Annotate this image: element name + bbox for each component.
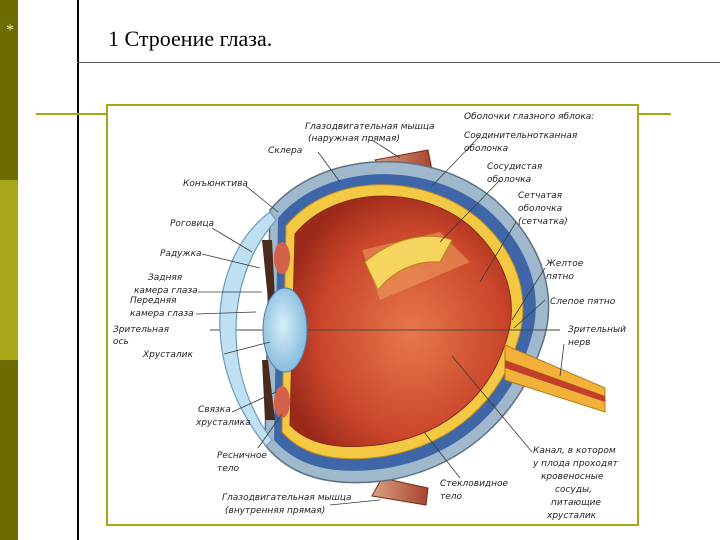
label-retina-2: оболочка bbox=[518, 204, 562, 214]
left-bar-middle bbox=[0, 180, 18, 360]
label-retina-3: (сетчатка) bbox=[518, 217, 568, 227]
label-macula-2: пятно bbox=[546, 272, 574, 282]
ciliary-body-lower bbox=[274, 386, 290, 418]
cornea-shape bbox=[219, 211, 277, 447]
optic-nerve-vessel bbox=[505, 360, 605, 402]
label-visual-axis-1: Зрительная bbox=[113, 325, 170, 335]
label-muscle-inner-1: Глазодвигательная мышца bbox=[222, 493, 351, 503]
label-canal-2: у плода проходят bbox=[532, 459, 619, 469]
label-anterior-chamber-1: Передняя bbox=[130, 296, 177, 306]
label-canal-4: сосуды, bbox=[555, 485, 592, 495]
retina-flap bbox=[364, 235, 453, 291]
label-canal-6: хрусталик bbox=[546, 511, 597, 521]
label-choroid-1: Сосудистая bbox=[487, 162, 543, 172]
label-conjunctiva: Конъюнктива bbox=[183, 179, 248, 189]
title-underline bbox=[77, 62, 720, 63]
label-iris: Радужка bbox=[160, 249, 202, 259]
label-membranes-heading: Оболочки глазного яблока: bbox=[464, 112, 594, 122]
iris-shape-lower bbox=[262, 360, 275, 420]
label-canal-1: Канал, в котором bbox=[533, 446, 616, 456]
label-optic-nerve-2: нерв bbox=[568, 338, 590, 348]
accent-line-left bbox=[36, 113, 106, 115]
vertical-rule bbox=[77, 0, 79, 540]
left-bar-top bbox=[0, 0, 18, 180]
label-retina-1: Сетчатая bbox=[518, 191, 563, 201]
label-cornea: Роговица bbox=[170, 219, 214, 229]
label-connective-1: Соединительнотканная bbox=[464, 131, 578, 141]
label-vitreous-2: тело bbox=[440, 492, 463, 502]
inner-rectus-muscle bbox=[371, 477, 429, 506]
label-optic-nerve-1: Зрительный bbox=[568, 325, 626, 335]
label-macula-1: Желтое bbox=[545, 259, 584, 269]
left-bar-bottom bbox=[0, 360, 18, 540]
accent-line-right bbox=[637, 113, 671, 115]
label-ciliary-1: Ресничное bbox=[217, 451, 267, 461]
label-vitreous-1: Стекловидное bbox=[440, 479, 509, 489]
label-ligament-1: Связка bbox=[198, 405, 231, 415]
label-visual-axis-2: ось bbox=[113, 337, 129, 347]
label-choroid-2: оболочка bbox=[487, 175, 531, 185]
label-canal-5: питающие bbox=[551, 498, 601, 508]
label-muscle-outer-2: (наружная прямая) bbox=[308, 134, 400, 144]
label-canal-3: кровеносные bbox=[541, 472, 604, 482]
slide-marker: * bbox=[6, 22, 14, 39]
label-ciliary-2: тело bbox=[217, 464, 240, 474]
label-sclera: Склера bbox=[268, 146, 302, 156]
lens-shape bbox=[262, 287, 308, 373]
label-posterior-chamber-2: камера глаза bbox=[134, 286, 198, 296]
label-ligament-2: хрусталика bbox=[195, 418, 251, 428]
label-muscle-inner-2: (внутренняя прямая) bbox=[225, 506, 325, 516]
leader-lines bbox=[195, 135, 565, 506]
label-muscle-outer-1: Глазодвигательная мышца bbox=[305, 122, 434, 132]
label-lens: Хрусталик bbox=[142, 350, 194, 360]
label-posterior-chamber-1: Задняя bbox=[148, 273, 183, 283]
label-blind-spot: Слепое пятно bbox=[550, 297, 616, 307]
ciliary-body-upper bbox=[274, 242, 290, 274]
label-anterior-chamber-2: камера глаза bbox=[130, 309, 194, 319]
label-connective-2: оболочка bbox=[464, 144, 508, 154]
iris-shape bbox=[262, 240, 275, 300]
slide-title: 1 Строение глаза. bbox=[108, 26, 273, 51]
